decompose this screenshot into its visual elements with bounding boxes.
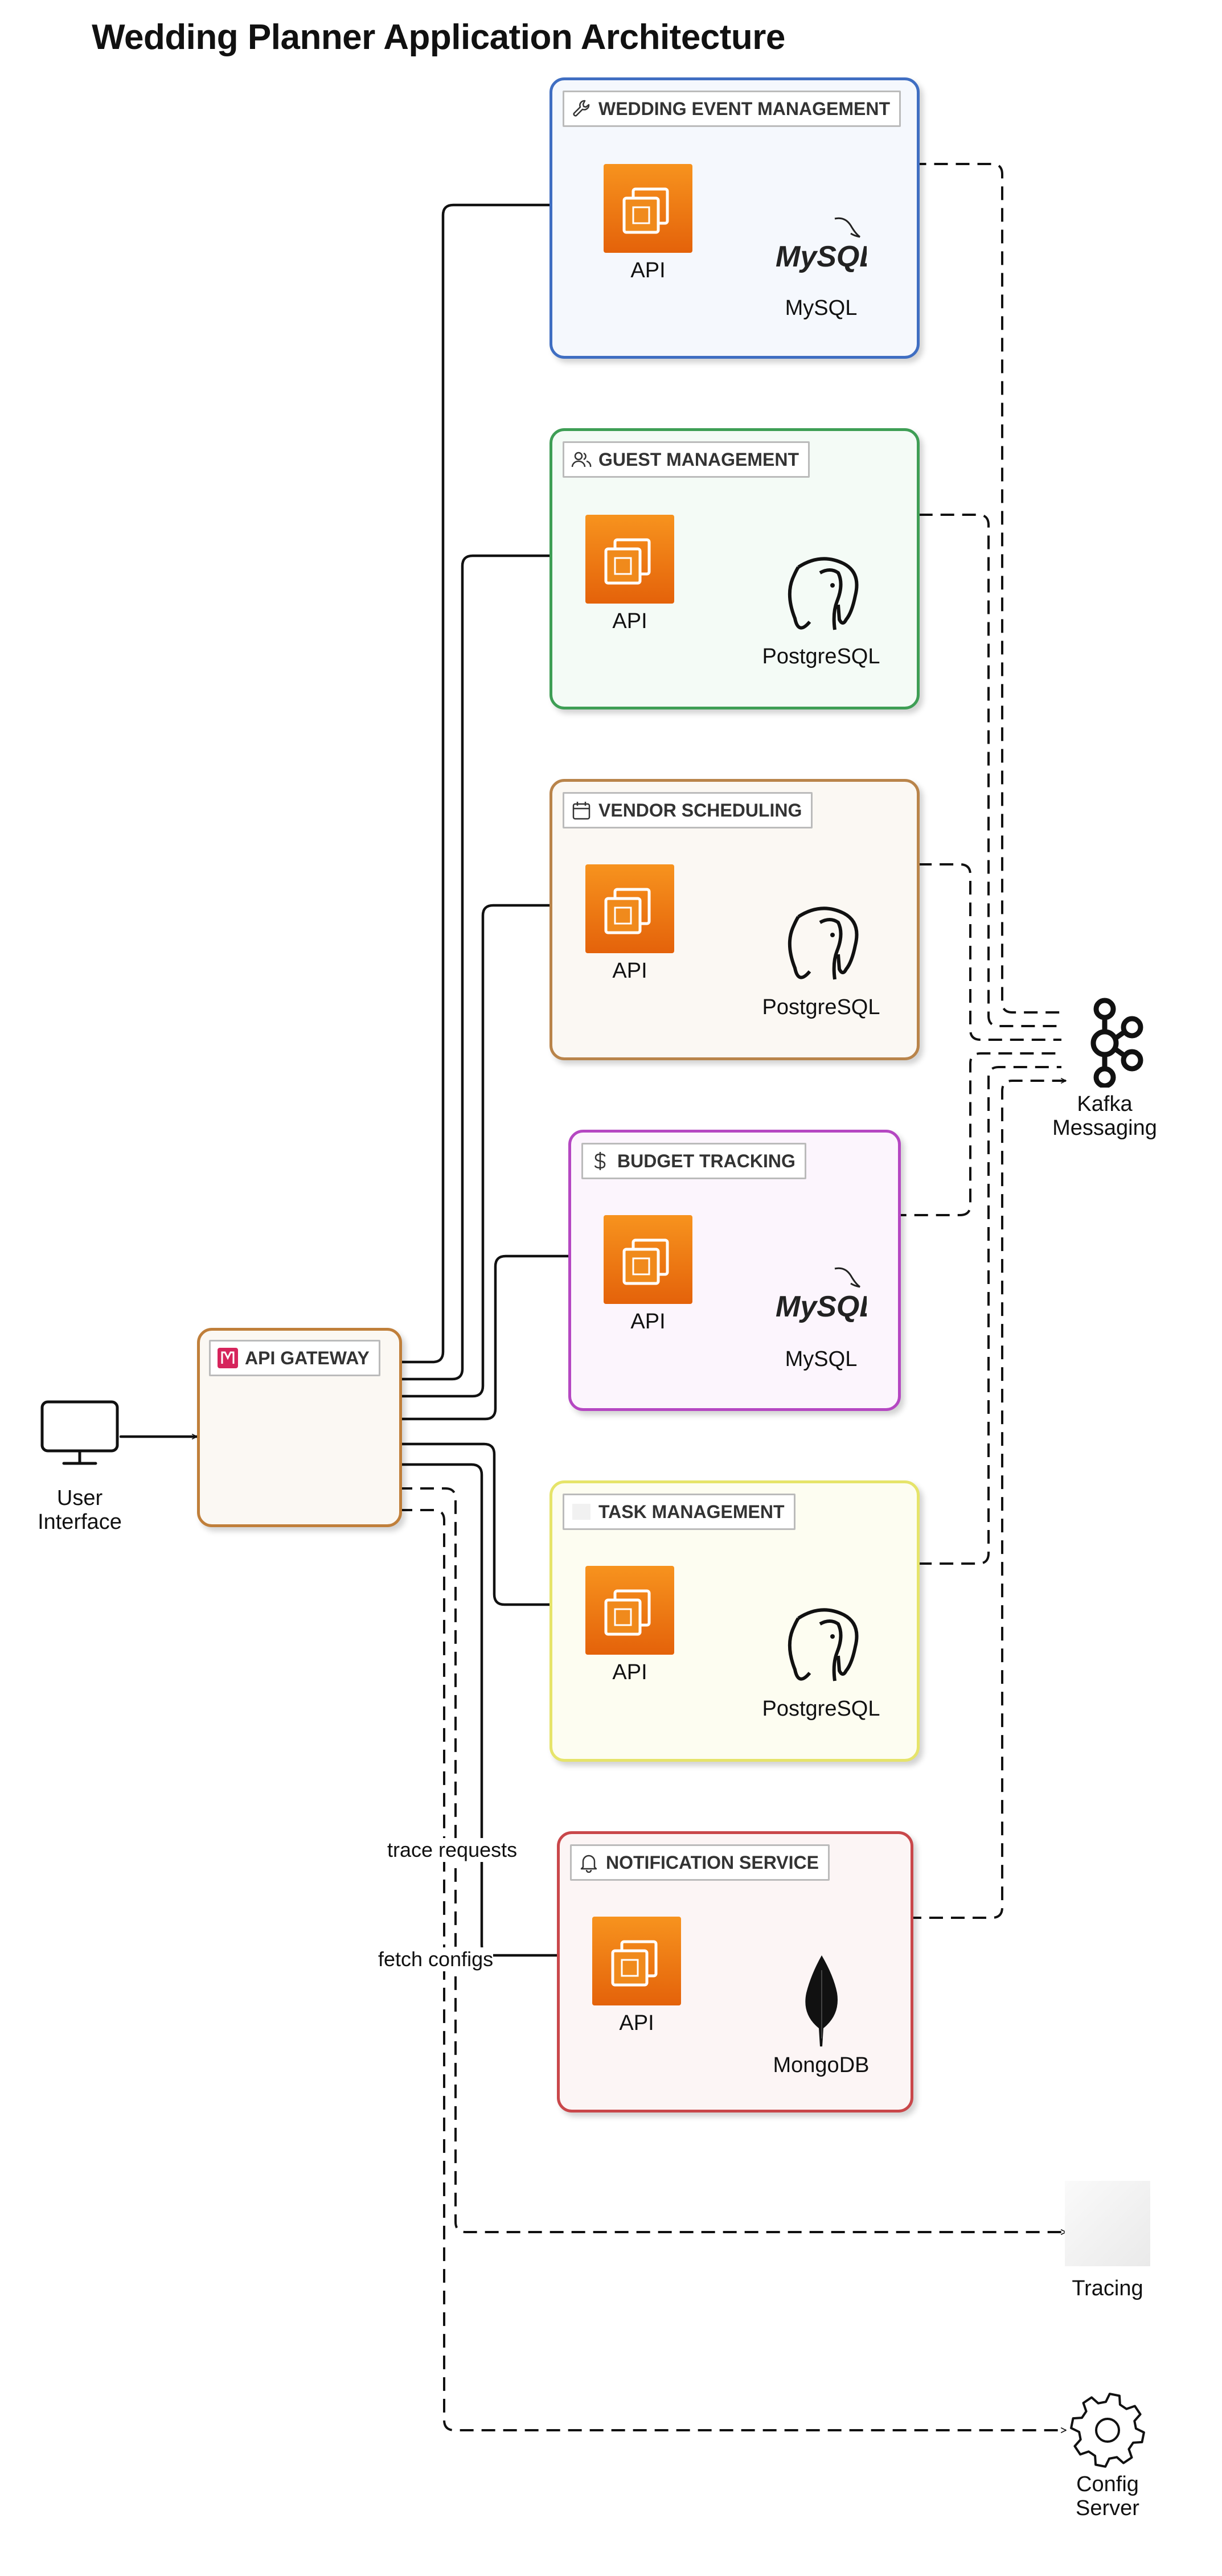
api-label: API — [630, 1310, 666, 1334]
user-label-line1: User — [56, 1486, 103, 1510]
edge-gateway-to-task-api — [397, 1442, 588, 1605]
api-gateway-title: API GATEWAY — [245, 1347, 370, 1368]
calendar-icon — [572, 802, 591, 820]
service-label: GUEST MANAGEMENT — [563, 441, 810, 478]
postgresql-logo — [776, 1601, 872, 1692]
service-title: BUDGET TRACKING — [617, 1150, 795, 1171]
api-label: API — [619, 2011, 654, 2035]
service-label: BUDGET TRACKING — [581, 1143, 806, 1179]
edge-gateway-to-vendor-api — [397, 905, 588, 1398]
tracing-label: Tracing — [1072, 2276, 1143, 2300]
service-label: VENDOR SCHEDULING — [563, 792, 813, 828]
api-compute-icon[interactable] — [585, 515, 674, 604]
api-label: API — [612, 1660, 647, 1684]
service-title: GUEST MANAGEMENT — [598, 449, 799, 470]
service-label: TASK MANAGEMENT — [563, 1494, 795, 1530]
db-label: MySQL — [785, 296, 858, 320]
service-label: WEDDING EVENT MANAGEMENT — [563, 91, 901, 127]
edge-gateway-to-event-api — [397, 205, 605, 1364]
service-label: NOTIFICATION SERVICE — [570, 1844, 830, 1881]
svg-text:MySQL: MySQL — [776, 240, 867, 273]
tracing-node: Tracing — [1053, 2181, 1162, 2306]
service-title: VENDOR SCHEDULING — [598, 799, 802, 821]
monitor-icon — [40, 1400, 119, 1465]
mysql-logo: MySQL — [776, 1261, 877, 1329]
api-compute-icon[interactable] — [585, 864, 674, 953]
edge-label-trace-requests: trace requests — [387, 1838, 518, 1862]
users-icon — [571, 452, 592, 467]
config-server-node: Config Server — [1053, 2380, 1162, 2528]
api-compute-icon[interactable] — [604, 1215, 692, 1304]
api-gateway-icon — [218, 1348, 238, 1368]
api-gateway-label: API GATEWAY — [209, 1340, 380, 1376]
user-interface-node: User Interface — [28, 1395, 131, 1543]
db-label: PostgreSQL — [762, 995, 880, 1019]
kafka-icon — [1090, 998, 1143, 1088]
postgresql-logo — [776, 550, 872, 641]
svg-text:MySQL: MySQL — [776, 1290, 867, 1323]
kafka-node: Kafka Messaging — [1042, 996, 1179, 1145]
db-label: MySQL — [785, 1347, 858, 1371]
edge-gateway-to-tracing — [399, 1487, 1066, 2232]
postgresql-logo — [776, 900, 872, 991]
edge-gateway-to-guest-api — [397, 556, 588, 1381]
dollar-icon — [594, 1152, 606, 1170]
kafka-label-line1: Kafka — [1077, 1092, 1133, 1116]
wrench-icon — [573, 100, 590, 117]
api-gateway-box[interactable]: API GATEWAY — [197, 1328, 402, 1527]
edge-gateway-to-budget-api — [397, 1256, 605, 1421]
service-title: WEDDING EVENT MANAGEMENT — [598, 98, 890, 119]
api-compute-icon[interactable] — [592, 1917, 681, 2005]
service-title: TASK MANAGEMENT — [598, 1501, 785, 1522]
api-label: API — [630, 259, 666, 282]
config-label-line1: Config — [1076, 2472, 1139, 2496]
bell-icon — [580, 1855, 597, 1873]
user-label-line2: Interface — [38, 1510, 122, 1534]
mysql-logo: MySQL — [776, 211, 877, 279]
diagram-title: Wedding Planner Application Architecture — [92, 18, 785, 57]
db-label: PostgreSQL — [762, 645, 880, 668]
service-title: NOTIFICATION SERVICE — [606, 1852, 819, 1873]
api-label: API — [612, 609, 647, 633]
edge-label-fetch-configs: fetch configs — [378, 1947, 494, 1971]
api-compute-icon[interactable] — [585, 1566, 674, 1655]
kafka-label-line2: Messaging — [1052, 1116, 1157, 1140]
gear-icon — [1070, 2393, 1145, 2468]
db-label: MongoDB — [773, 2053, 870, 2077]
blank-icon — [572, 1504, 591, 1520]
mongodb-logo — [796, 1953, 847, 2050]
config-label-line2: Server — [1076, 2496, 1139, 2520]
api-compute-icon[interactable] — [604, 164, 692, 253]
api-label: API — [612, 959, 647, 983]
db-label: PostgreSQL — [762, 1697, 880, 1721]
tracing-icon — [1065, 2181, 1150, 2266]
service-wedding-event-management: WEDDING EVENT MANAGEMENT — [550, 77, 920, 359]
